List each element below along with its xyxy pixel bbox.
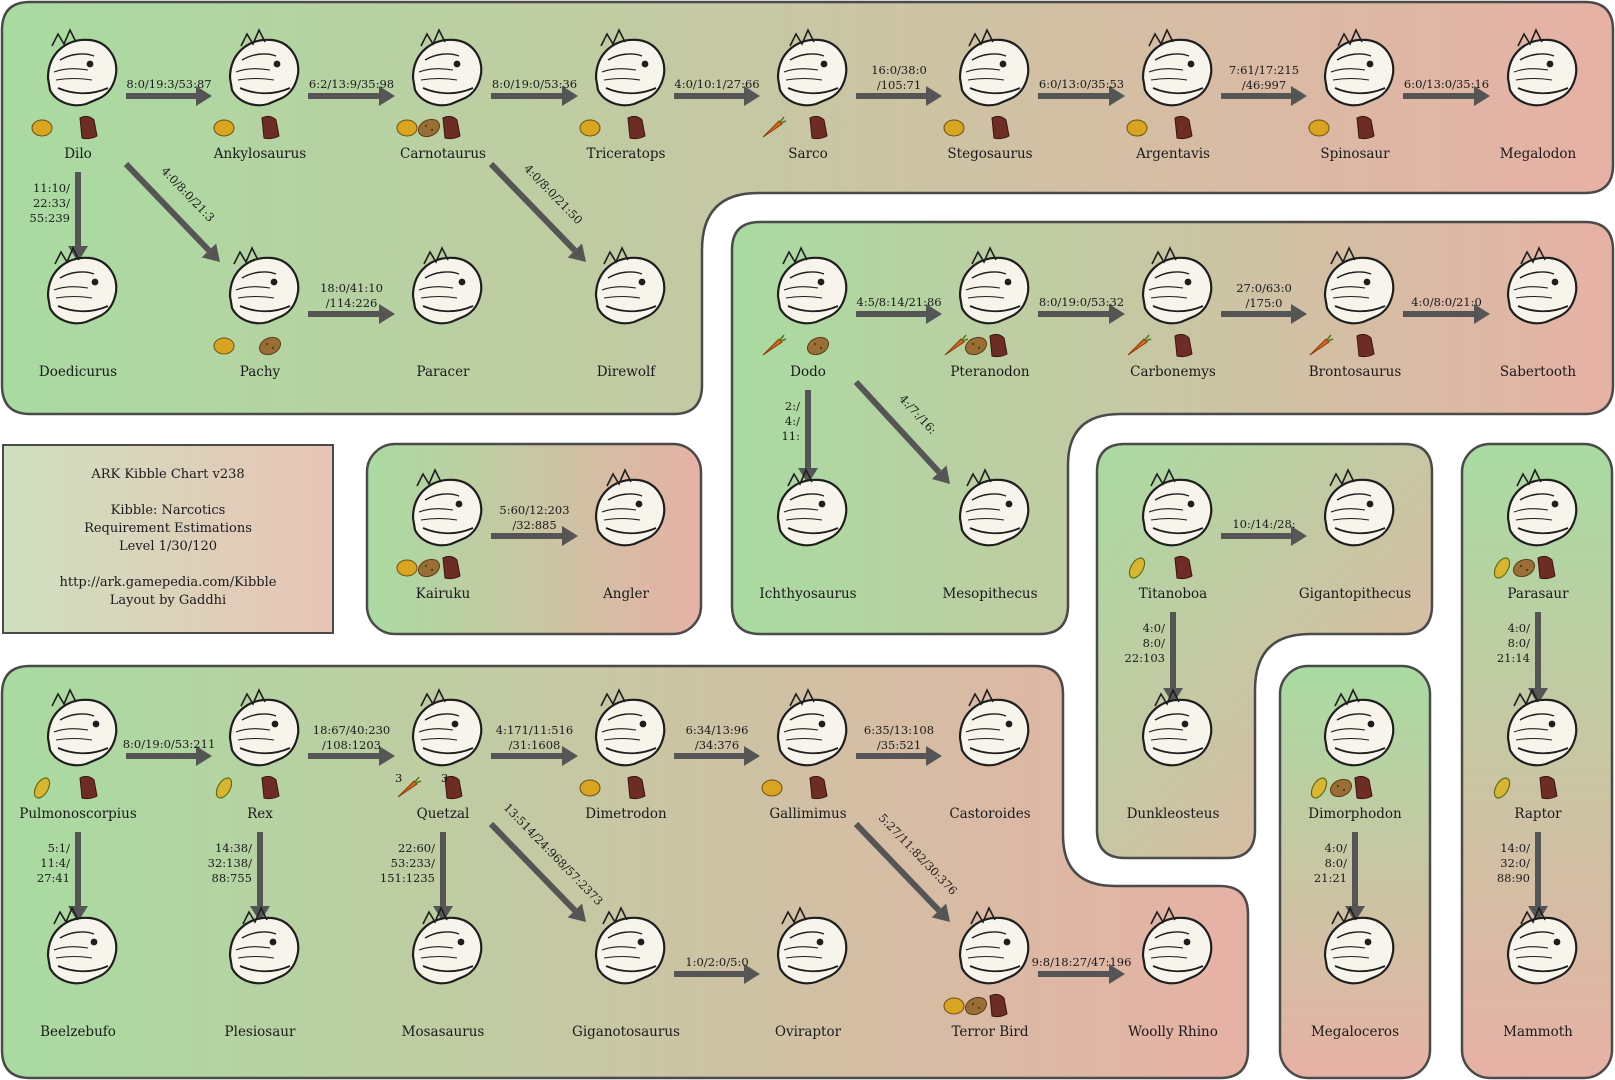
egg-icon — [1309, 120, 1329, 136]
node-label: Pulmonoscorpius — [19, 806, 137, 822]
node-label: Pachy — [240, 364, 281, 380]
node-label: Rex — [247, 806, 273, 822]
node-label: Mesopithecus — [942, 586, 1037, 602]
egg-icon — [214, 338, 234, 354]
edge-label: 8:0/19:0/53:32 — [1039, 295, 1124, 309]
edge-label: 9:8/18:27/47:196 — [1032, 955, 1132, 969]
node-label: Mosasaurus — [402, 1024, 485, 1040]
edge-label: 14:0/32:0/88:90 — [1497, 841, 1530, 885]
egg-icon — [214, 120, 234, 136]
node-label: Sarco — [788, 146, 827, 162]
node-label: Dimetrodon — [585, 806, 667, 822]
edge-label: 11:10/22:33/55:239 — [30, 181, 71, 225]
edge-label: 4:0/8:0/21:0 — [1411, 295, 1482, 309]
node-label: Parasaur — [1507, 586, 1569, 602]
edge-label: 4:0/10:1/27:66 — [674, 77, 759, 91]
item-count: 3 — [441, 771, 448, 785]
node-label: Carnotaurus — [400, 146, 486, 162]
node-label: Megalodon — [1500, 146, 1577, 162]
egg-icon — [397, 120, 417, 136]
edge-label: 10:/14:/28: — [1232, 517, 1295, 531]
edge-label: 6:2/13:9/35:98 — [309, 77, 394, 91]
node-label: Dilo — [64, 146, 92, 162]
node-label: Quetzal — [417, 806, 470, 822]
node-label: Pteranodon — [950, 364, 1030, 380]
node-label: Ankylosaurus — [213, 146, 307, 162]
edge-label: 16:0/38:0/105:71 — [871, 63, 927, 92]
node-label: Ichthyosaurus — [759, 586, 856, 602]
node-label: Stegosaurus — [947, 146, 1032, 162]
node-label: Giganotosaurus — [572, 1024, 680, 1040]
egg-icon — [580, 120, 600, 136]
chart-title: ARK Kibble Chart v238 — [4, 466, 332, 484]
node-label: Titanoboa — [1139, 586, 1207, 602]
node-label: Doedicurus — [39, 364, 117, 380]
node-label: Plesiosaur — [225, 1024, 296, 1040]
node-label: Woolly Rhino — [1128, 1024, 1218, 1040]
edge-label: 8:0/19:0/53:36 — [492, 77, 577, 91]
edge-label: 6:0/13:0/35:53 — [1039, 77, 1124, 91]
edge-label: 2:/4:/11: — [781, 399, 800, 443]
node-label: Angler — [602, 586, 649, 602]
egg-icon — [580, 780, 600, 796]
node-label: Brontosaurus — [1309, 364, 1402, 380]
edge-label: 8:0/19:0/53:211 — [123, 737, 216, 751]
edge-label: 6:34/13:96/34:376 — [686, 723, 749, 752]
node-label: Dunkleosteus — [1127, 806, 1220, 822]
kibble-type: Kibble: Narcotics — [4, 502, 332, 520]
node-label: Spinosaur — [1320, 146, 1390, 162]
node-label: Dimorphodon — [1308, 806, 1402, 822]
node-label: Paracer — [416, 364, 470, 380]
edge-label: 8:0/19:3/53:87 — [126, 77, 211, 91]
edge-label: 14:38/32:138/88:755 — [208, 841, 252, 885]
egg-icon — [944, 998, 964, 1014]
node-label: Oviraptor — [775, 1024, 842, 1040]
node-label: Mammoth — [1503, 1024, 1573, 1040]
node-label: Gallimimus — [769, 806, 846, 822]
node-label: Argentavis — [1135, 146, 1210, 162]
edge-label: 18:0/41:10/114:226 — [320, 281, 383, 310]
edge-label: 6:0/13:0/35:16 — [1404, 77, 1489, 91]
node-label: Sabertooth — [1500, 364, 1576, 380]
node-label: Gigantopithecus — [1299, 586, 1411, 602]
node-label: Terror Bird — [951, 1024, 1028, 1040]
chart-info-box: ARK Kibble Chart v238 Kibble: Narcotics … — [2, 444, 334, 634]
requirement-note: Requirement Estimations — [4, 520, 332, 538]
egg-icon — [32, 120, 52, 136]
node-label: Megaloceros — [1311, 1024, 1399, 1040]
node-label: Raptor — [1514, 806, 1562, 822]
edge-label: 1:0/2:0/5:0 — [685, 955, 748, 969]
edge-label: 4:5/8:14/21:86 — [856, 295, 941, 309]
egg-icon — [397, 560, 417, 576]
edge-label: 18:67/40:230/108:1203 — [313, 723, 390, 752]
node-label: Beelzebufo — [40, 1024, 116, 1040]
node-label: Kairuku — [416, 586, 471, 602]
layout-credit: Layout by Gaddhi — [4, 592, 332, 610]
node-label: Carbonemys — [1130, 364, 1216, 380]
item-count: 3 — [395, 771, 402, 785]
node-label: Triceratops — [587, 146, 666, 162]
node-label: Castoroides — [949, 806, 1030, 822]
level-note: Level 1/30/120 — [4, 538, 332, 556]
egg-icon — [1127, 120, 1147, 136]
egg-icon — [944, 120, 964, 136]
node-label: Direwolf — [597, 364, 657, 380]
node-label: Dodo — [790, 364, 826, 380]
source-url[interactable]: http://ark.gamepedia.com/Kibble — [4, 574, 332, 592]
egg-icon — [762, 780, 782, 796]
